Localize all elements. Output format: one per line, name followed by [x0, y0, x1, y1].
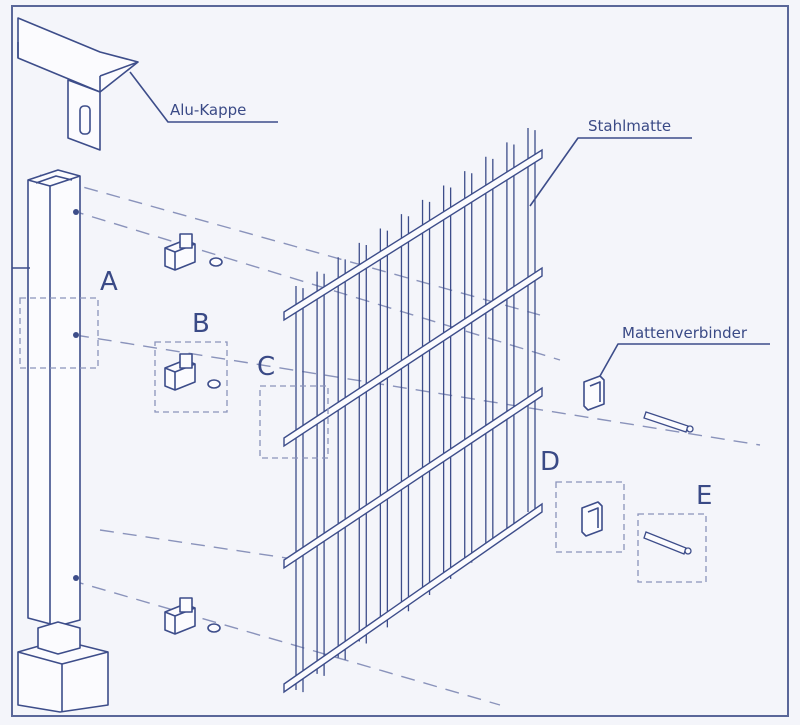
- detail-box-b: [154, 341, 228, 413]
- label-alu-kappe: Alu-Kappe: [170, 101, 246, 119]
- detail-letter-e: E: [696, 481, 712, 511]
- leader-lines: [12, 71, 770, 377]
- post-clamp-bottom: [164, 597, 221, 635]
- mesh-horizontal-bar: [283, 266, 543, 448]
- diagram-frame: [11, 5, 789, 717]
- detail-letter-c: C: [257, 352, 275, 382]
- mesh-horizontal-bar: [283, 502, 543, 694]
- detail-box-a: [19, 297, 99, 369]
- detail-letter-a: A: [100, 267, 118, 297]
- fence-post: [17, 169, 109, 713]
- alu-kappe-part: [17, 17, 139, 151]
- mesh-horizontal-bar: [283, 386, 543, 570]
- axis-lines: [39, 174, 761, 706]
- detail-letter-d: D: [540, 447, 560, 477]
- detail-letter-b: B: [192, 309, 210, 339]
- post-clamp-middle: [164, 353, 221, 391]
- mesh-horizontal-bar: [283, 148, 543, 322]
- post-clamp-top: [164, 233, 223, 271]
- detail-e-part: [643, 531, 692, 555]
- mattenverbinder-part: [583, 375, 694, 433]
- detail-box-d: [555, 481, 625, 553]
- label-stahlmatte: Stahlmatte: [588, 117, 671, 135]
- stahlmatte-panel: [283, 128, 543, 694]
- detail-d-part: [581, 501, 603, 537]
- detail-box-e: [637, 513, 707, 583]
- detail-box-c: [259, 385, 329, 459]
- label-mattenverbinder: Mattenverbinder: [622, 324, 748, 342]
